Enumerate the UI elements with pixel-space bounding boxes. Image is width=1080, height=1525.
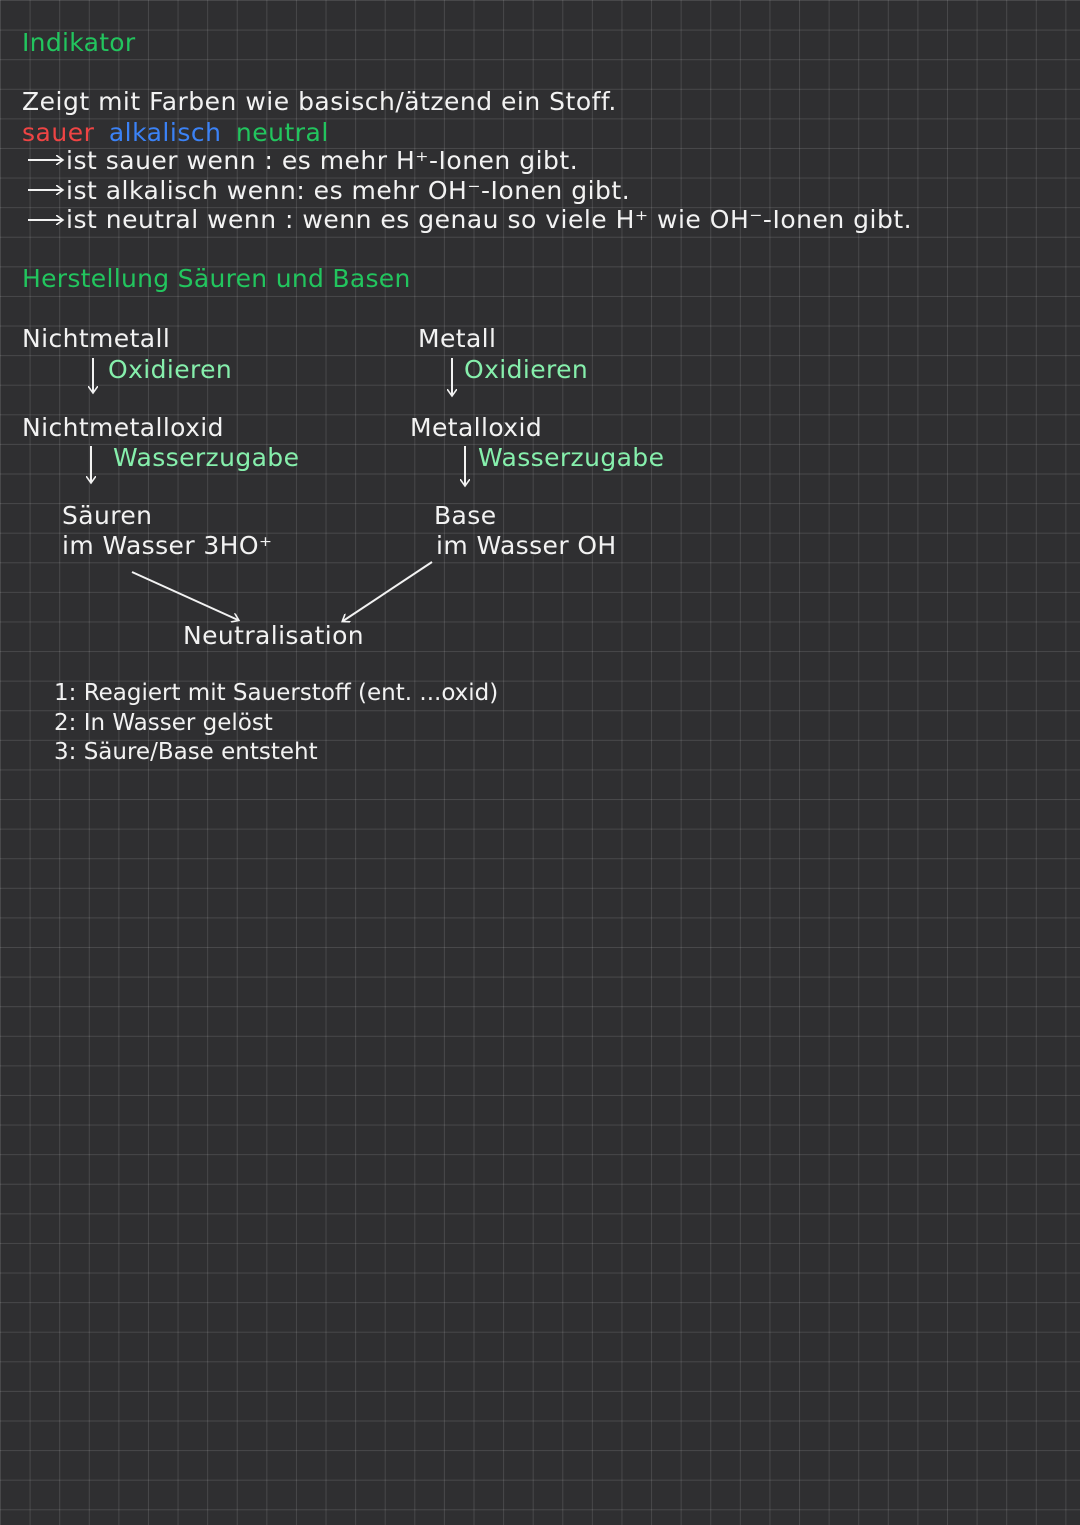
rule-sauer: ist sauer wenn : es mehr H⁺-Ionen gibt. — [66, 146, 579, 175]
left-result-detail: im Wasser 3HO⁺ — [62, 531, 273, 560]
right-step-oxidieren: Oxidieren — [464, 355, 589, 384]
label-sauer: sauer — [22, 118, 95, 147]
left-middle: Nichtmetalloxid — [22, 413, 224, 442]
right-start: Metall — [418, 324, 497, 353]
arrow-saeure-to-neutralisation — [131, 571, 238, 620]
left-step-wasserzugabe: Wasserzugabe — [113, 443, 300, 472]
herstellung-heading: Herstellung Säuren und Basen — [22, 264, 411, 293]
rule-alkalisch: ist alkalisch wenn: es mehr OH⁻-Ionen gi… — [66, 176, 631, 205]
label-neutral: neutral — [235, 118, 329, 147]
neutralisation-label: Neutralisation — [183, 621, 365, 650]
label-alkalisch: alkalisch — [108, 118, 222, 147]
indikator-color-labels: sauer alkalisch neutral — [22, 120, 329, 145]
right-step-wasserzugabe: Wasserzugabe — [478, 443, 665, 472]
step-3: 3: Säure/Base entsteht — [54, 739, 318, 765]
step-1: 1: Reagiert mit Sauerstoff (ent. ...oxid… — [54, 680, 499, 706]
right-result: Base — [434, 501, 497, 530]
left-start: Nichtmetall — [22, 324, 171, 353]
right-result-detail: im Wasser OH — [436, 531, 617, 560]
indikator-heading: Indikator — [22, 28, 136, 57]
arrow-base-to-neutralisation — [343, 561, 433, 621]
step-2: 2: In Wasser gelöst — [54, 710, 273, 736]
indikator-intro: Zeigt mit Farben wie basisch/ätzend ein … — [22, 87, 617, 116]
rule-neutral: ist neutral wenn : wenn es genau so viel… — [66, 205, 913, 234]
left-step-oxidieren: Oxidieren — [108, 355, 233, 384]
right-middle: Metalloxid — [410, 413, 543, 442]
left-result: Säuren — [62, 501, 153, 530]
